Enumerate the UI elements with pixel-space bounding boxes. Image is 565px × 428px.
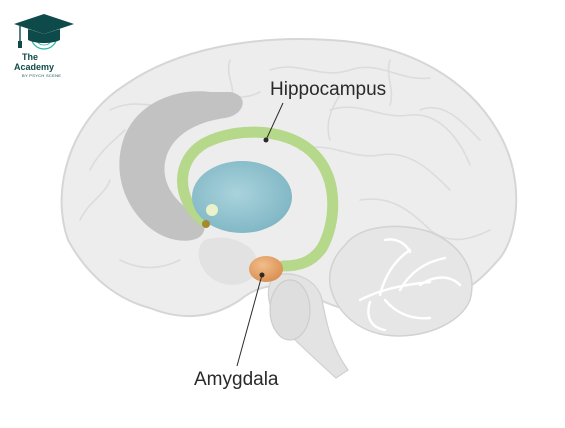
hippocampus-leader-line <box>265 102 284 141</box>
fornix-tip <box>202 220 210 228</box>
hypothalamus <box>198 237 258 285</box>
logo-text-byline: BY PSYCH SCENE <box>22 73 62 78</box>
amygdala <box>249 256 283 282</box>
thalamus <box>192 161 292 233</box>
thalamus-highlight <box>206 204 218 216</box>
hippocampus-label: Hippocampus <box>270 79 387 100</box>
graduation-cap-icon <box>14 14 74 50</box>
logo-text-academy: Academy <box>14 62 55 72</box>
amygdala-leader-line <box>236 274 263 367</box>
logo-text-the: The <box>22 52 39 62</box>
hippocampus <box>177 126 339 272</box>
pons <box>269 279 311 341</box>
hippocampus-leader-dot <box>263 137 269 143</box>
amygdala-label: Amygdala <box>194 369 279 390</box>
academy-logo: The Academy BY PSYCH SCENE <box>10 10 80 80</box>
corpus-callosum <box>119 91 243 241</box>
cerebellum <box>328 225 473 337</box>
